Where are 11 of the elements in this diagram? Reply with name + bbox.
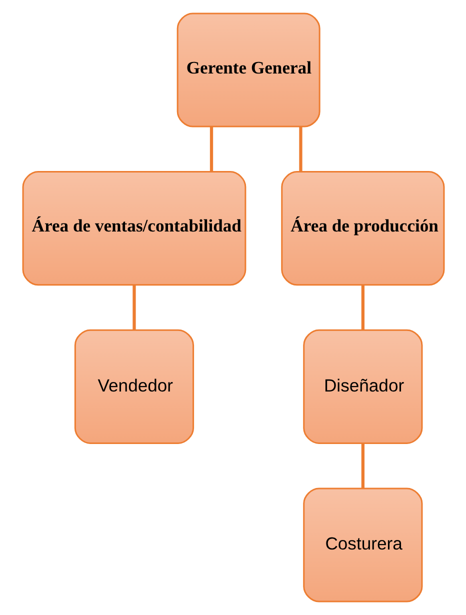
- connector: [360, 285, 364, 330]
- node-box: Costurera: [302, 488, 422, 602]
- node-box: Diseñador: [302, 329, 422, 444]
- connector: [298, 126, 302, 172]
- connector: [360, 443, 364, 488]
- node-box: Vendedor: [74, 329, 194, 444]
- node-box: Gerente General: [176, 12, 320, 128]
- node-box: Área de ventas/contabilidad: [22, 171, 246, 286]
- connector: [132, 285, 136, 330]
- node-box: Área de producción: [280, 171, 444, 286]
- connector: [209, 126, 213, 172]
